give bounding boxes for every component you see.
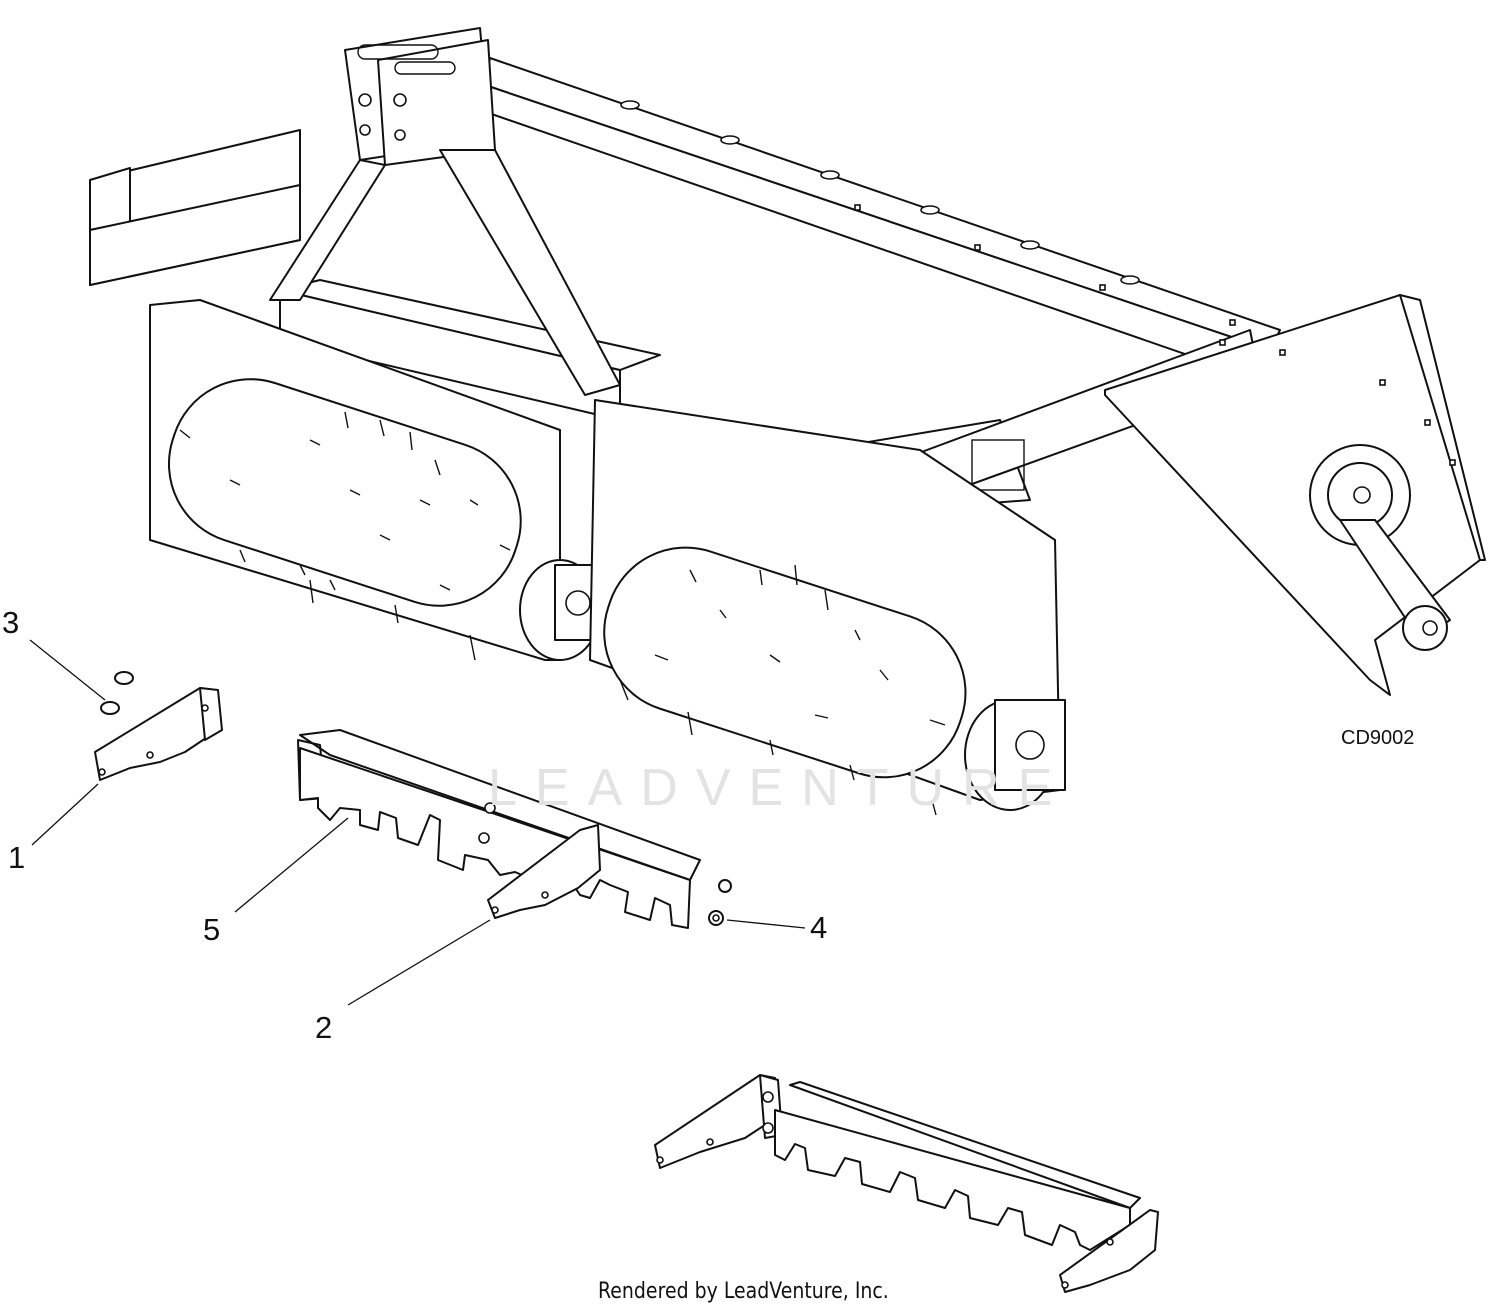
callout-4: 4 [810, 910, 828, 945]
part-2-bracket [487, 824, 601, 919]
part-3-bolts [100, 671, 134, 715]
part-5-comb-scraper [297, 729, 701, 929]
assembled-scraper [654, 1074, 1159, 1293]
callout-1: 1 [8, 840, 26, 875]
callout-2: 2 [315, 1010, 333, 1045]
aerator-frame [89, 27, 1486, 816]
callout-5: 5 [203, 912, 221, 947]
drawing-code: CD9002 [1341, 727, 1415, 749]
callout-3: 3 [2, 605, 20, 640]
footer-credit: Rendered by LeadVenture, Inc. [598, 1279, 889, 1304]
watermark-text: LEADVENTURE [488, 759, 1071, 817]
part-1-bracket [94, 687, 223, 781]
part-4-nuts [708, 879, 732, 926]
leader-lines [29, 639, 806, 1006]
